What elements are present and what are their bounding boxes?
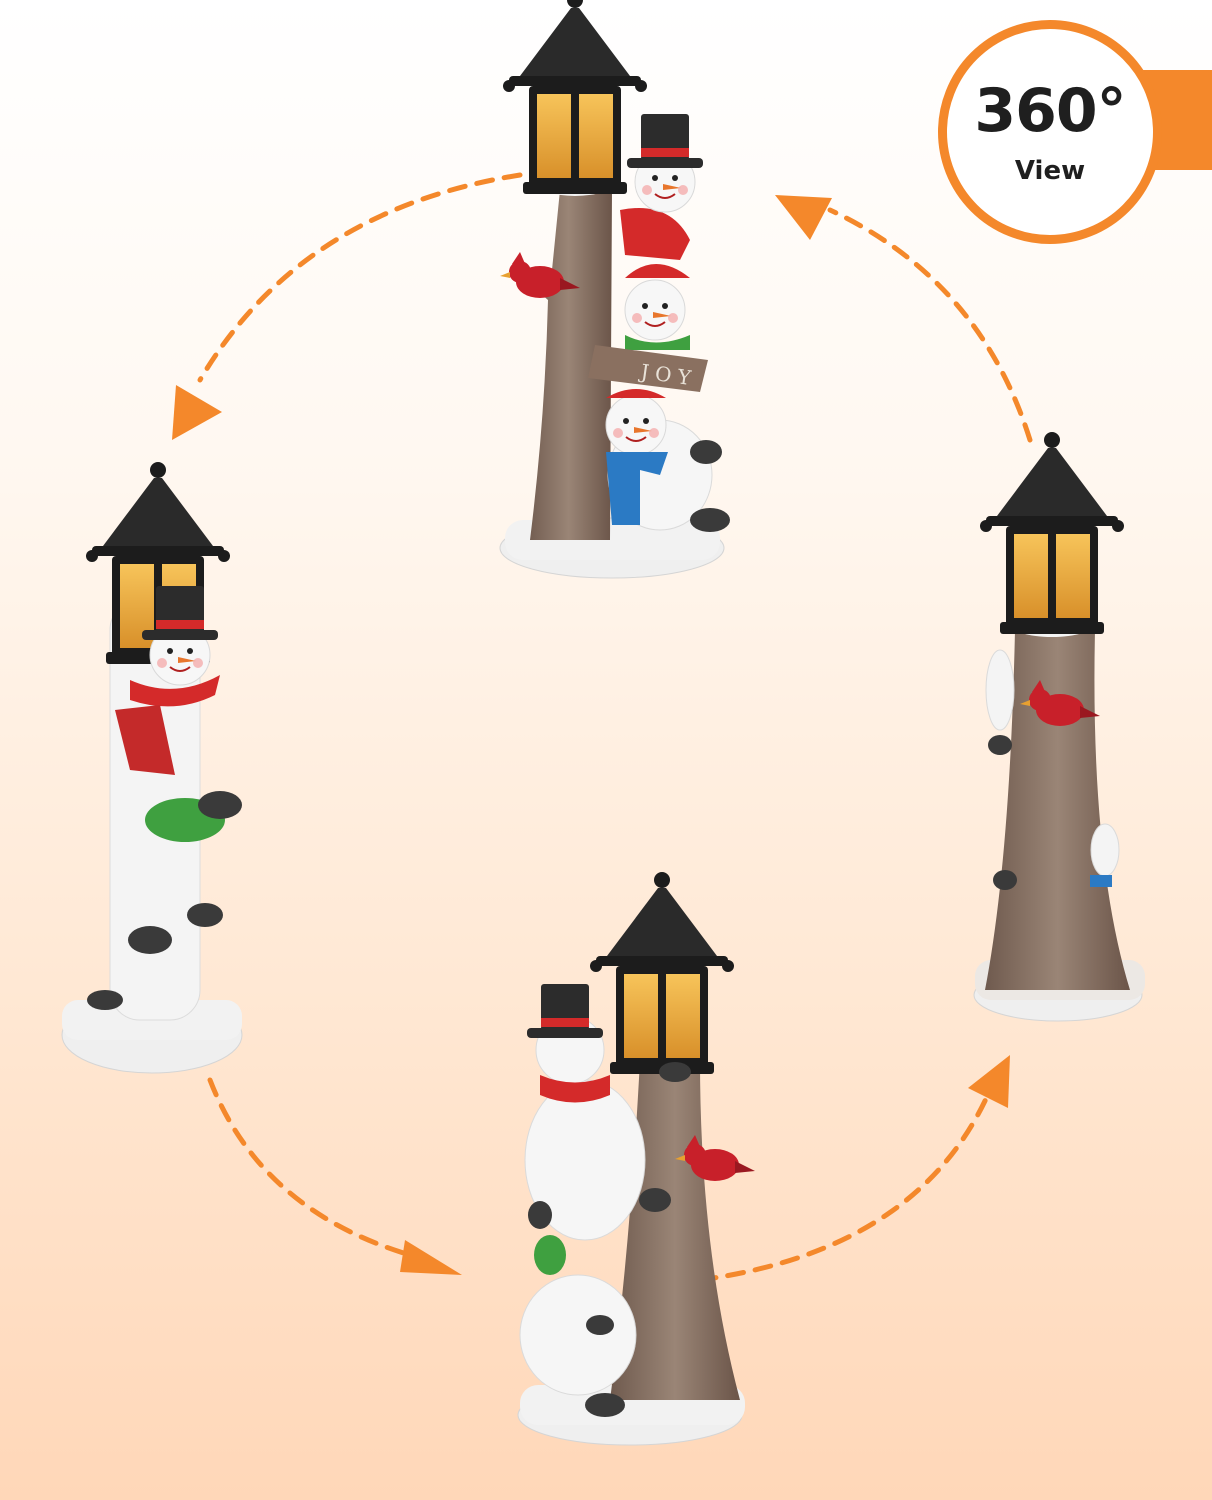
snowman-top-icon [620,114,703,260]
arrow-bottom-to-right [697,1087,993,1283]
arrow-right-to-top [827,207,1033,443]
snowman-left-icon [87,586,242,1010]
arrow-heads [172,195,1010,1275]
rotation-arrows [197,172,1033,1283]
arrow-left-to-bottom [207,1077,413,1258]
figurine-front-view: J O Y [499,0,730,579]
tree-trunk-icon [525,190,612,540]
arrow-top-to-left [197,172,523,383]
badge-view-label: View [1014,156,1086,186]
arrowhead-left [172,385,222,440]
arrowhead-top [775,195,832,240]
lamp-post-icon [590,872,734,1074]
lamp-post-icon [503,0,647,194]
snowman-middle-icon [624,264,690,350]
figurine-right-view [973,432,1145,1022]
figurine-left-view [61,462,243,1074]
arrowhead-right [968,1055,1010,1108]
arrowhead-bottom [400,1240,462,1275]
360-view-badge: 360° View [938,20,1162,244]
snowman-right-side-icon [985,649,1120,890]
badge-degree-label: 360° [974,76,1126,146]
tree-trunk-icon [985,630,1130,990]
snowman-bottom-icon [605,389,730,532]
snowman-back-icon [519,984,691,1417]
joy-sign-icon: J O Y [588,345,708,392]
figurine-back-view [517,872,755,1446]
lamp-post-icon [980,432,1124,634]
